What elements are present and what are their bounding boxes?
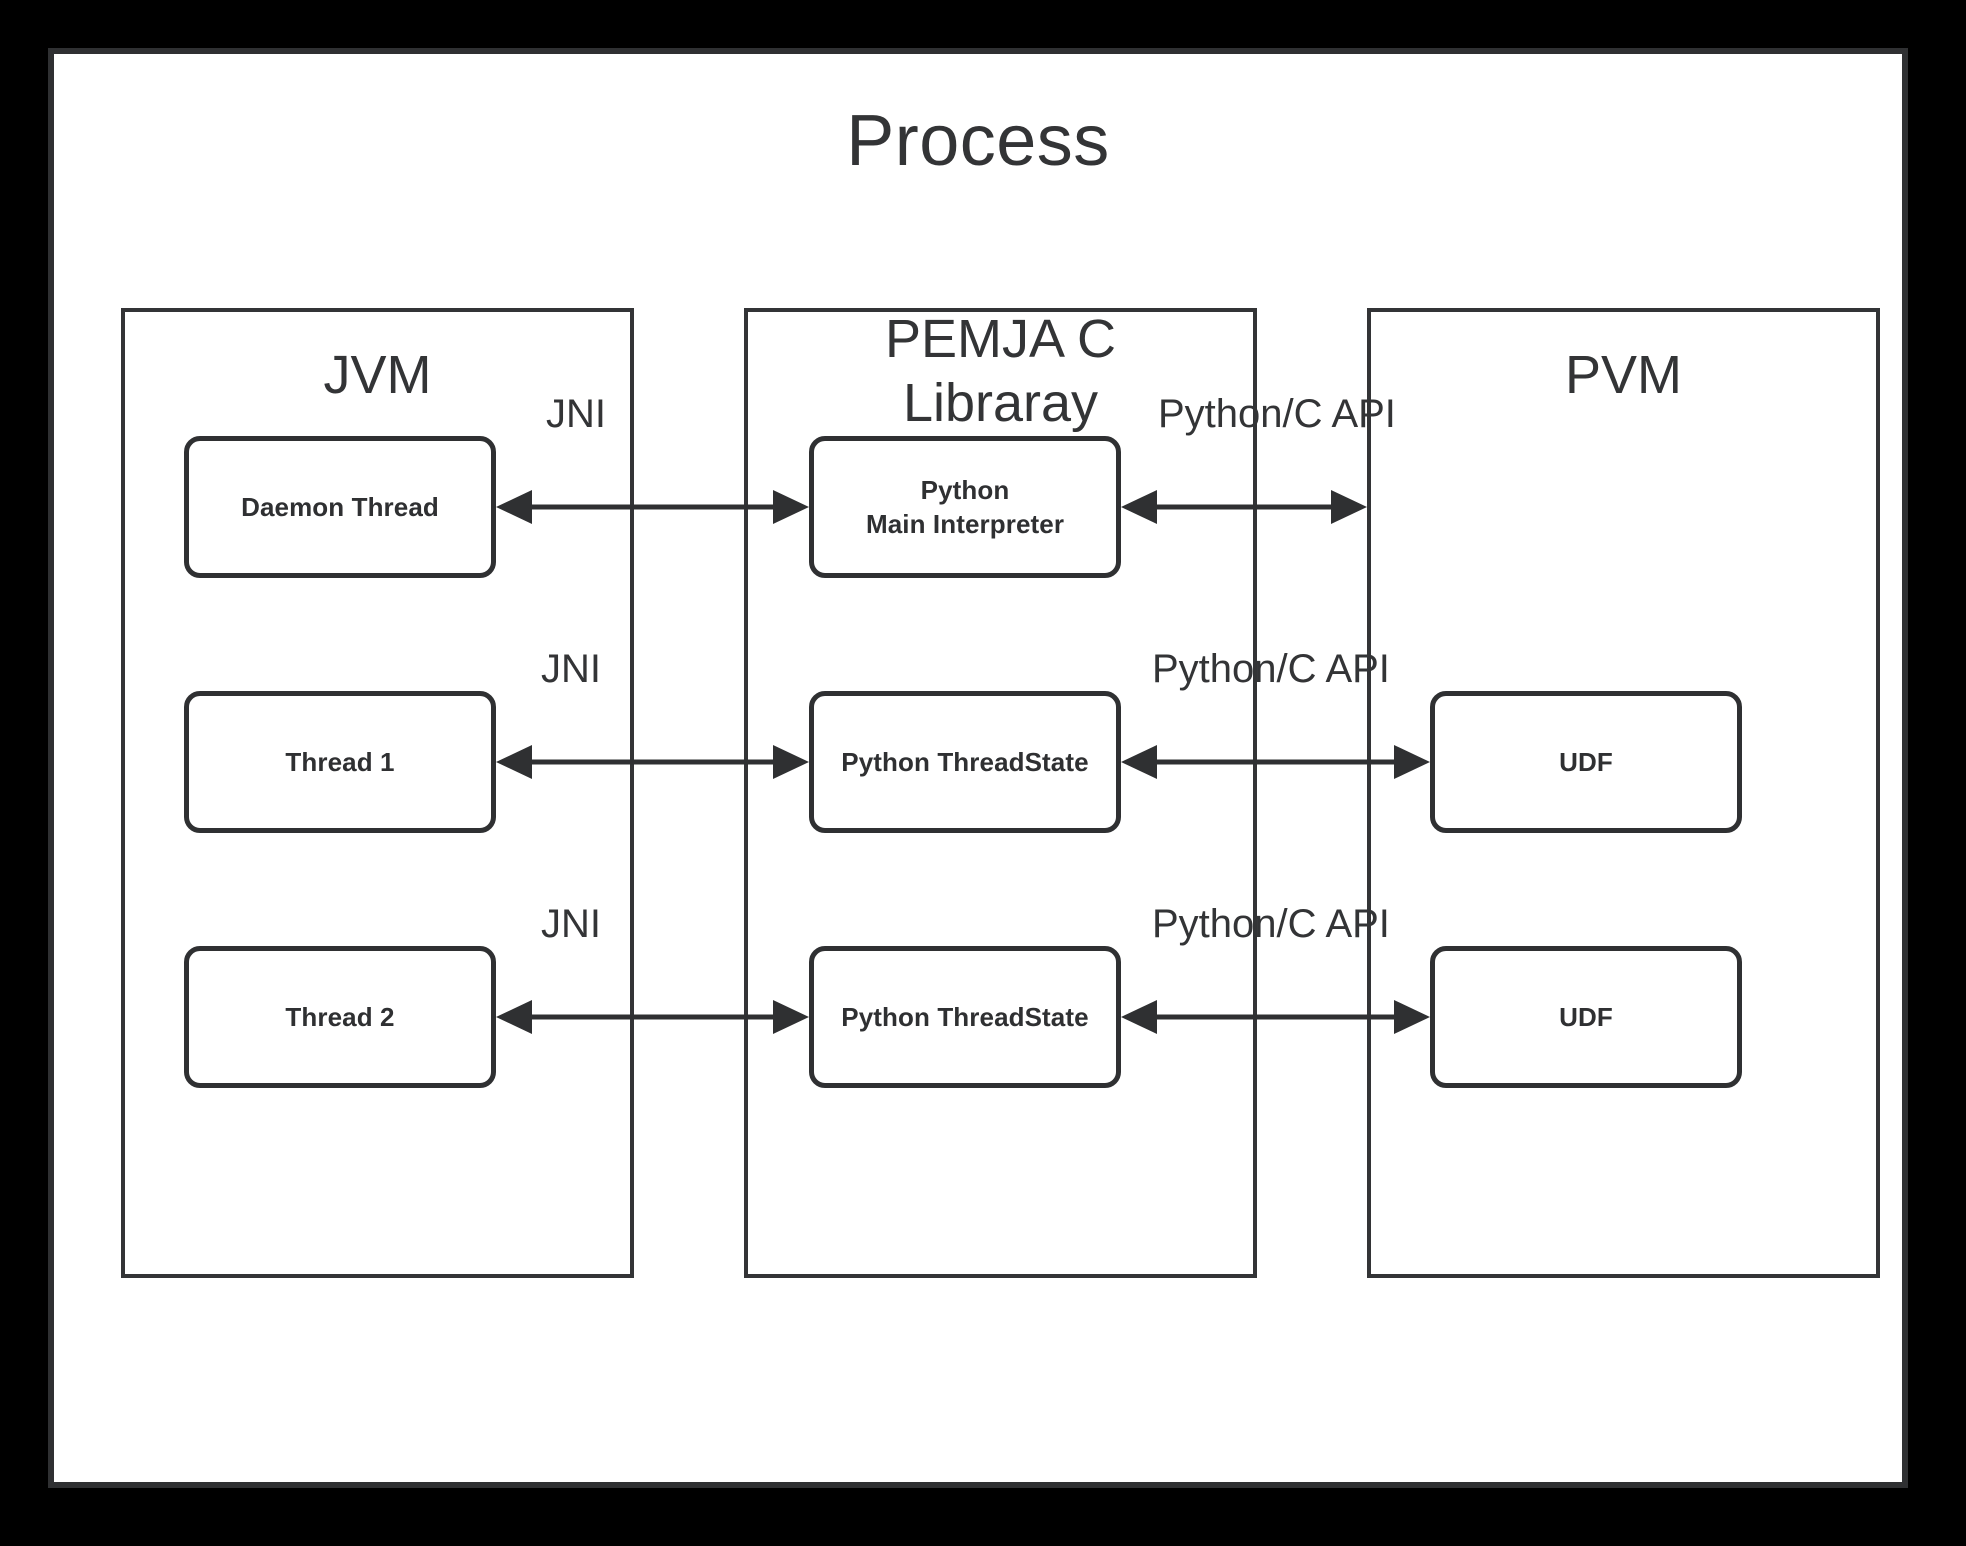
node-thread-2[interactable]: Thread 2 xyxy=(184,946,496,1088)
node-udf-2-label: UDF xyxy=(1559,1001,1613,1032)
edge-label-jni-row2: JNI xyxy=(541,647,601,691)
panel-pvm: PVM xyxy=(1367,308,1880,1278)
edge-label-pythonc-api-row1: Python/C API xyxy=(1158,392,1396,436)
panel-pemja-c-library: PEMJA C Libraray xyxy=(744,308,1257,1278)
node-daemon-thread-label: Daemon Thread xyxy=(241,491,439,522)
edge-label-jni-row3: JNI xyxy=(541,902,601,946)
panel-pvm-title: PVM xyxy=(1564,345,1683,405)
diagram-root: Process JVM PEMJA C Libraray PVM xyxy=(54,54,1902,1482)
node-udf-1-label: UDF xyxy=(1559,746,1613,777)
node-python-threadstate-2-label: Python ThreadState xyxy=(841,1001,1089,1032)
edge-label-pythonc-api-row2: Python/C API xyxy=(1152,647,1390,691)
node-thread-1[interactable]: Thread 1 xyxy=(184,691,496,833)
node-python-main-interpreter-label: Python Main Interpreter xyxy=(865,474,1065,539)
node-thread-1-label: Thread 1 xyxy=(285,746,395,777)
panel-jvm-title: JVM xyxy=(323,345,432,405)
panel-jvm: JVM xyxy=(121,308,634,1278)
node-daemon-thread[interactable]: Daemon Thread xyxy=(184,436,496,578)
node-thread-2-label: Thread 2 xyxy=(285,1001,395,1032)
node-python-threadstate-1[interactable]: Python ThreadState xyxy=(809,691,1121,833)
node-udf-2[interactable]: UDF xyxy=(1430,946,1742,1088)
node-udf-1[interactable]: UDF xyxy=(1430,691,1742,833)
edge-label-pythonc-api-row3: Python/C API xyxy=(1152,902,1390,946)
node-python-threadstate-2[interactable]: Python ThreadState xyxy=(809,946,1121,1088)
diagram-canvas: Process JVM PEMJA C Libraray PVM xyxy=(48,48,1908,1488)
panel-pemja-title: PEMJA C Libraray xyxy=(884,309,1117,433)
node-python-threadstate-1-label: Python ThreadState xyxy=(841,746,1089,777)
node-python-main-interpreter[interactable]: Python Main Interpreter xyxy=(809,436,1121,578)
edge-label-jni-row1: JNI xyxy=(546,392,606,436)
page-title: Process xyxy=(846,101,1110,181)
